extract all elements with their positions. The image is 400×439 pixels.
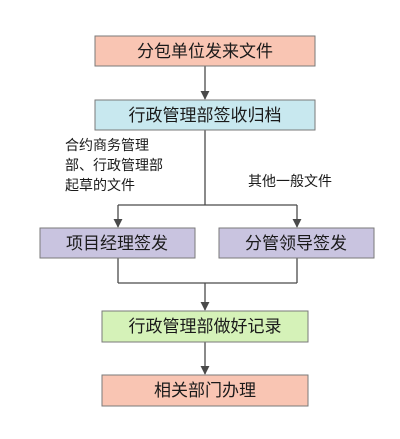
node-label: 行政管理部签收归档	[129, 106, 282, 126]
node-label: 行政管理部做好记录	[129, 317, 282, 337]
node-receive-archive: 行政管理部签收归档	[94, 99, 316, 131]
node-label: 分管领导签发	[245, 234, 347, 254]
note-left-branch: 合约商务管理 部、行政管理部 起草的文件	[65, 138, 163, 194]
node-box	[101, 310, 309, 343]
node-leader: 分管领导签发	[218, 227, 375, 259]
node-box	[94, 35, 316, 67]
node-project-manager: 项目经理签发	[39, 227, 196, 259]
note-line: 部、行政管理部	[65, 158, 163, 174]
node-record: 行政管理部做好记录	[101, 310, 309, 343]
note-right-branch: 其他一般文件	[248, 174, 332, 190]
connectors	[113, 66, 302, 375]
node-box	[39, 227, 196, 259]
note-line: 合约商务管理	[65, 138, 149, 154]
node-box	[218, 227, 375, 259]
node-label: 相关部门办理	[154, 381, 256, 401]
node-label: 项目经理签发	[66, 234, 168, 254]
node-box	[94, 99, 316, 131]
node-box	[101, 374, 309, 407]
node-source-file: 分包单位发来文件	[94, 35, 316, 67]
node-label: 分包单位发来文件	[137, 42, 273, 62]
note-line: 起草的文件	[65, 178, 135, 194]
node-handle: 相关部门办理	[101, 374, 309, 407]
